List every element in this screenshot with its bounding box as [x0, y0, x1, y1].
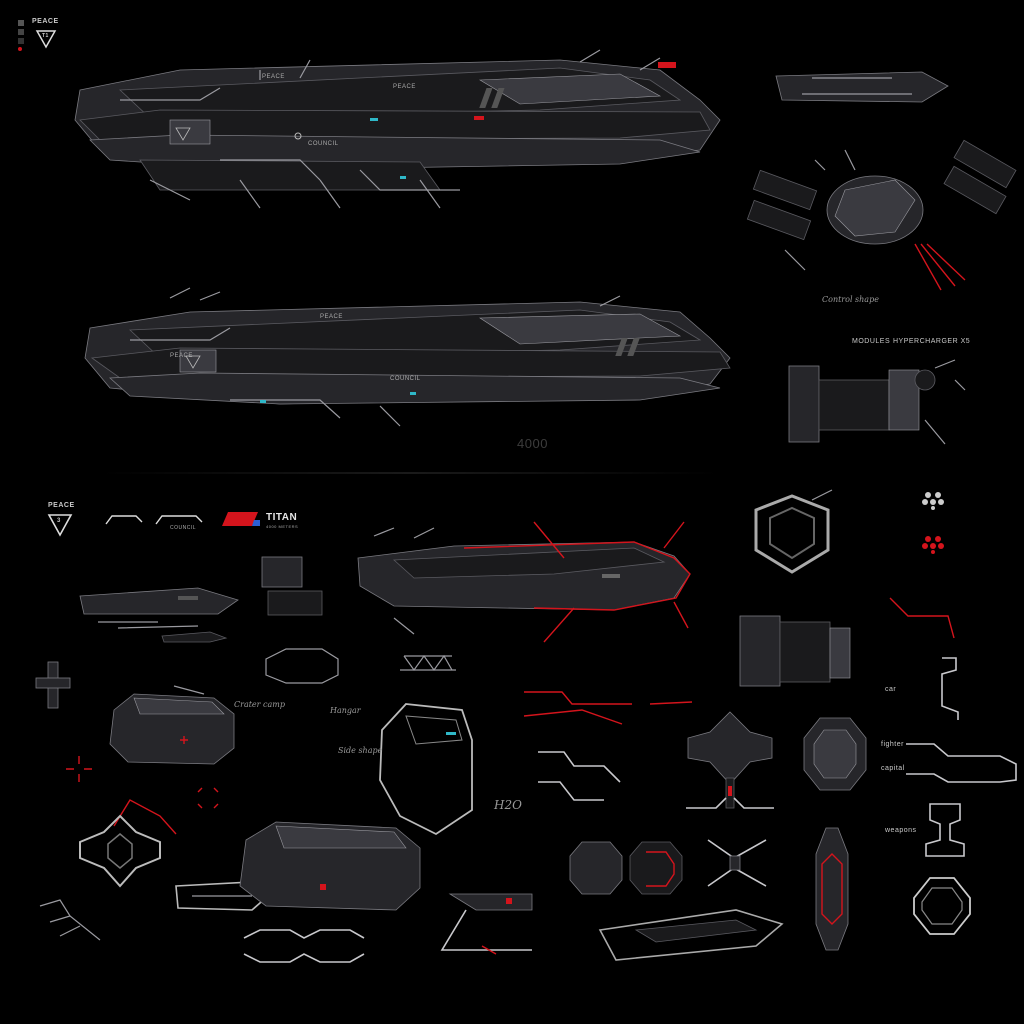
cluster-icon-red [922, 536, 944, 554]
brand-emblem-mark-lower: 3 [57, 518, 61, 524]
divider-rule [100, 472, 720, 474]
frame-sketch [79, 814, 161, 888]
annotation-car: car [885, 686, 897, 693]
annotation-capital: capital [881, 765, 905, 772]
red-outline-ship [357, 521, 691, 643]
council-logo-text: COUNCIL [170, 525, 197, 531]
truss-sketch [400, 654, 456, 672]
brand-name-lower: PEACE [48, 502, 75, 509]
modules-label: MODULES [852, 338, 891, 345]
annotation-weapons: weapons [885, 827, 917, 834]
top-right-ship-thumb [775, 71, 949, 103]
hangar-frame-sketch [379, 703, 473, 836]
cargo-pod-1 [109, 685, 235, 765]
hypercharger-module [788, 359, 966, 445]
red-slash-lines [523, 691, 693, 725]
hull-label-6: COUNCIL [390, 376, 421, 382]
cluster-icon-white [922, 492, 944, 510]
rail-sketch [175, 881, 270, 911]
brand-name-top: PEACE [32, 18, 59, 25]
scale-label: 4000 [517, 436, 548, 451]
bird-sketch [39, 899, 101, 941]
sketch-note-control: Control shape [822, 295, 879, 304]
brand-emblem-lower-icon [47, 514, 73, 537]
cross-bracket-sketch [35, 661, 71, 709]
hull-label-5: PEACE [170, 353, 193, 359]
cockpit-module-sketch [746, 139, 1017, 291]
fighter-outline-sketch [906, 743, 1017, 783]
vertical-pylon-sketch [815, 827, 849, 951]
red-angle-sketch [113, 799, 177, 835]
titan-title: TITAN [266, 512, 298, 523]
targeting-red-2 [197, 787, 219, 809]
octagon-pair-sketch [569, 841, 683, 895]
titan-flag-icon [222, 512, 260, 526]
sketch-note-hangar: Hangar [330, 706, 361, 715]
bracket-panel-sketch [265, 648, 339, 684]
hero-ship-2 [84, 287, 731, 427]
long-rail-sketch [598, 909, 784, 961]
support-strut-sketch [440, 893, 533, 955]
top-swatches [18, 20, 26, 54]
brand-emblem-mark-top: T1 [42, 33, 49, 39]
titan-subtitle: 4000 METERS [266, 524, 299, 529]
shield-shape-sketch [913, 877, 971, 935]
small-fighter-sketch [161, 631, 228, 643]
hex-ring-sketch [754, 489, 833, 574]
red-corner-line [889, 597, 955, 639]
sketch-note-side: Side shape [338, 746, 383, 755]
hex-block-sketch [803, 717, 867, 791]
annotation-fighter: fighter [881, 741, 904, 748]
cargo-pod-2 [239, 821, 421, 911]
weapons-shape-sketch [925, 803, 965, 857]
sketch-note-h2o: H2O [494, 798, 522, 812]
modules-item-label: HYPERCHARGER X5 [893, 338, 971, 345]
hull-label-4: PEACE [320, 314, 343, 320]
panel-block-sketch [739, 615, 851, 687]
chevron-row-sketch [243, 929, 365, 963]
brand-emblem-top-icon [35, 30, 57, 49]
zigzag-sketch [538, 751, 621, 801]
cross-core-sketch [686, 711, 774, 809]
hero-ship-1 [74, 49, 721, 209]
hull-label-2: PEACE [393, 84, 416, 90]
hull-label-1: PEACE [262, 74, 285, 80]
x-shape-sketch [707, 839, 767, 887]
sketch-note-crater: Crater camp [234, 700, 285, 709]
block-module-sketch [261, 556, 323, 616]
hull-label-3: COUNCIL [308, 141, 339, 147]
small-ship-side [79, 587, 239, 629]
car-bracket-sketch [941, 657, 959, 720]
council-logo-icon [105, 515, 203, 525]
targeting-red-1 [66, 756, 92, 782]
